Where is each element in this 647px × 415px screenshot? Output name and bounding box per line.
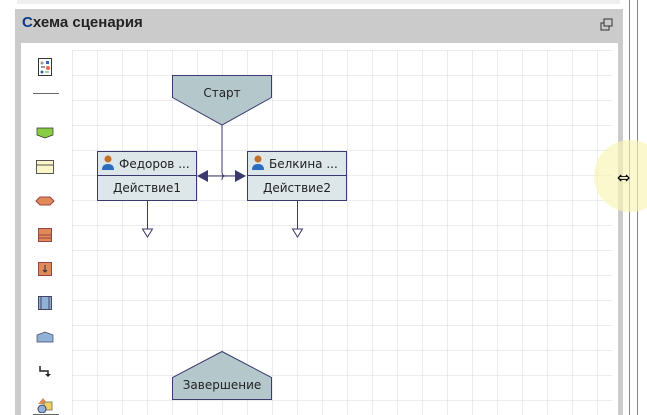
stack-shape-icon[interactable]	[35, 227, 55, 243]
parallel-icon[interactable]	[35, 295, 55, 311]
connector-icon[interactable]	[35, 363, 55, 379]
start-shape-icon[interactable]	[35, 125, 55, 141]
subprocess-icon[interactable]	[35, 261, 55, 277]
cursor-highlight	[594, 140, 647, 212]
shape-toolbar	[21, 43, 72, 415]
action-node[interactable]: Федоров ... Действие1	[97, 151, 197, 201]
properties-icon[interactable]	[35, 58, 55, 76]
svg-text:Действие1: Действие1	[113, 181, 181, 195]
svg-text:Белкина ...: Белкина ...	[269, 157, 338, 171]
panel-title: Схема сценария	[22, 14, 143, 31]
decision-shape-icon[interactable]	[35, 193, 55, 209]
diagram-editor: Старт Федоров ... Действие1 Белкина ...	[21, 43, 618, 415]
end-shape-icon[interactable]	[35, 329, 55, 345]
svg-text:Действие2: Действие2	[263, 181, 331, 195]
end-node[interactable]: Завершение	[172, 350, 272, 400]
scenario-schema-panel: Схема сценария Старт	[15, 9, 623, 415]
svg-text:Завершение: Завершение	[183, 378, 262, 392]
start-node[interactable]: Старт	[172, 75, 272, 126]
diagram-canvas[interactable]: Старт Федоров ... Действие1 Белкина ...	[72, 43, 618, 415]
svg-text:Федоров ...: Федоров ...	[119, 157, 190, 171]
shapes-icon[interactable]	[35, 397, 55, 413]
action-shape-icon[interactable]	[35, 159, 55, 175]
toolbar-divider	[33, 93, 59, 94]
user-icon	[252, 155, 264, 170]
svg-text:Старт: Старт	[203, 86, 240, 100]
top-bar	[17, 0, 620, 4]
restore-window-icon[interactable]	[600, 18, 613, 31]
action-node[interactable]: Белкина ... Действие2	[247, 151, 347, 201]
resize-cursor-icon: ⇔	[617, 168, 631, 187]
user-icon	[102, 155, 114, 170]
